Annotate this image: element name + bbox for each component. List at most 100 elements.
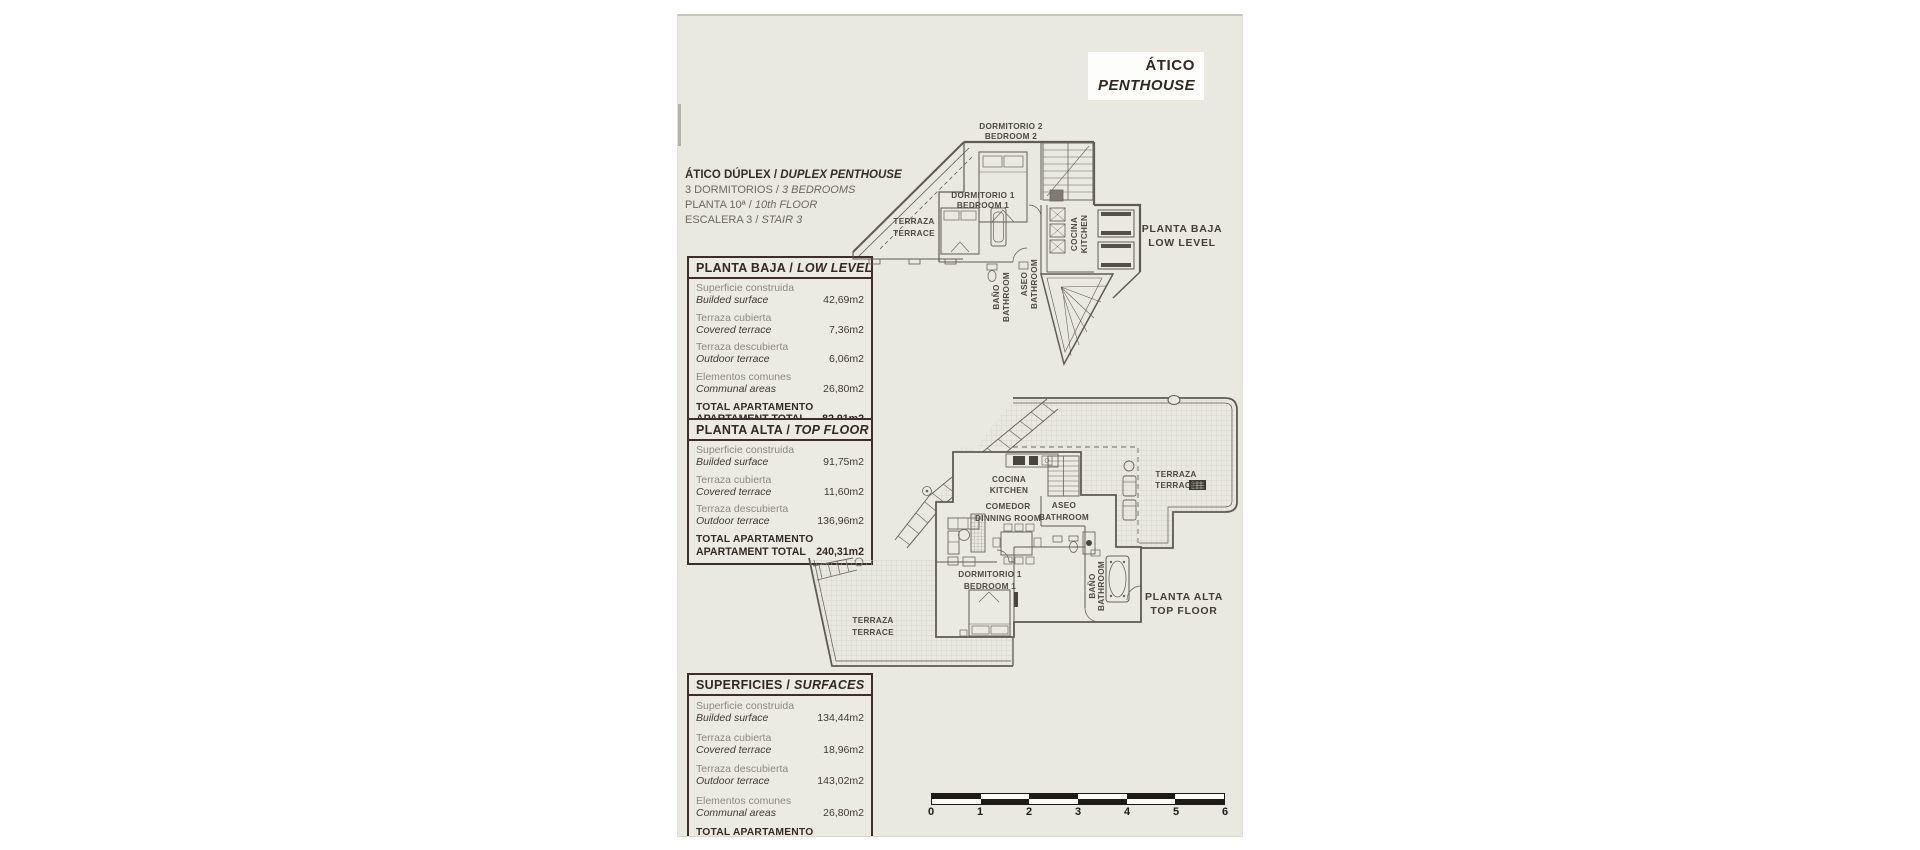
room-label-terraza-bottom-en: TERRACE xyxy=(852,628,894,637)
table-title-es: PLANTA BAJA xyxy=(696,261,786,275)
row-label-es: Terraza cubierta xyxy=(696,473,772,486)
row-value: 11,60m2 xyxy=(823,485,864,498)
row-label-es: Superficie construida xyxy=(696,444,795,456)
scale-segment xyxy=(1078,794,1127,804)
table-title-en: SURFACES xyxy=(793,678,865,692)
row-label-es: Elementos comunes xyxy=(696,370,792,383)
row-label-en: Builded surface xyxy=(696,294,769,307)
scale-bar-segments xyxy=(931,793,1225,805)
row-value: 18,96m2 xyxy=(823,743,864,756)
info-separator: / xyxy=(772,184,782,196)
kitchen-counter-icon xyxy=(1049,189,1066,254)
row-label-es: Superficie construida xyxy=(696,282,795,294)
info-line-floor: PLANTA 10ª / 10th FLOOR xyxy=(685,198,902,213)
room-label-dormitorio1-en: BEDROOM 1 xyxy=(957,201,1009,210)
info-separator: / xyxy=(745,199,755,211)
room-label-dormitorio1-es: DORMITORIO 1 xyxy=(951,191,1015,200)
total-label-es: TOTAL APARTAMENTO xyxy=(696,533,814,545)
room-label-dormitorio2-en: BEDROOM 2 xyxy=(985,132,1037,141)
room-label-bano-es: BAÑO xyxy=(1087,573,1097,599)
table-title-es: PLANTA ALTA xyxy=(696,423,783,437)
info-separator: / xyxy=(752,214,762,226)
scale-segment xyxy=(1175,794,1225,804)
room-label-terraza-en: TERRACE xyxy=(893,229,935,238)
terrace-outline-top xyxy=(1013,395,1238,549)
scale-segment xyxy=(932,794,981,804)
room-label-bano-en: BATHROOM xyxy=(1097,561,1106,611)
row-value: 26,80m2 xyxy=(823,807,864,820)
row-label-en: Communal areas xyxy=(696,383,776,396)
row-value: 26,80m2 xyxy=(823,383,864,396)
sheet-title-en: PENTHOUSE xyxy=(1098,77,1195,94)
row-label-es: Terraza cubierta xyxy=(696,311,772,324)
scale-label-4: 4 xyxy=(1123,806,1131,818)
jacuzzi-icon xyxy=(1090,549,1130,603)
aseo-fixtures-icon xyxy=(1052,531,1096,555)
row-value: 143,02m2 xyxy=(817,775,864,788)
row-label-en: Outdoor terrace xyxy=(696,353,770,366)
scale-label-2: 2 xyxy=(1025,806,1033,818)
sheet-title-box: ÁTICO PENTHOUSE xyxy=(1088,52,1204,100)
toilet-icon xyxy=(986,261,1029,282)
row-value: 7,36m2 xyxy=(828,323,864,336)
table-surfaces-header: SUPERFICIES / SURFACES xyxy=(689,675,871,696)
room-label-cocina-en: KITCHEN xyxy=(1080,215,1089,254)
row-value: 42,69m2 xyxy=(823,294,864,307)
stairs-icon xyxy=(1047,455,1080,497)
total-label-es: TOTAL APARTAMENTO xyxy=(696,826,814,837)
room-label-aseo-en: BATHROOM xyxy=(1039,513,1089,522)
grill-icon xyxy=(1189,480,1206,490)
table-title-separator: / xyxy=(785,261,797,275)
scale-label-1: 1 xyxy=(976,806,984,818)
row-value: 91,75m2 xyxy=(823,456,864,469)
room-label-dormitorio1-en: BEDROOM 1 xyxy=(964,582,1016,591)
terrace-outline-bottom xyxy=(808,557,1014,667)
room-label-bano-es: BAÑO xyxy=(991,284,1001,310)
page-edge-mark xyxy=(678,104,681,146)
room-label-cocina-es: COCINA xyxy=(1070,217,1079,251)
scale-segment xyxy=(1029,794,1079,804)
row-value: 136,96m2 xyxy=(817,515,864,528)
terrace-floor-hatch xyxy=(809,400,1235,665)
table-top-floor: PLANTA ALTA / TOP FLOOR Superficie const… xyxy=(687,418,873,565)
table-title-en: TOP FLOOR xyxy=(793,423,869,437)
apartment-info-block: ÁTICO DÚPLEX / DUPLEX PENTHOUSE 3 DORMIT… xyxy=(685,168,902,228)
row-label-en: Covered terrace xyxy=(696,323,772,336)
bed-icon-bedroom2 xyxy=(978,151,1028,223)
row-label-es: Elementos comunes xyxy=(696,794,792,807)
room-label-aseo-en: BATHROOM xyxy=(1030,259,1039,309)
row-value: 134,44m2 xyxy=(817,712,864,725)
row-label-es: Superficie construida xyxy=(696,700,795,712)
stairs-icon xyxy=(1042,142,1094,201)
info-floor-es: PLANTA 10ª xyxy=(685,199,746,211)
total-label-es: TOTAL APARTAMENTO xyxy=(696,401,814,413)
low-level-walls xyxy=(852,140,1142,299)
row-value: 6,06m2 xyxy=(828,353,864,366)
floor-plan-top-floor: TERRAZA TERRACE COCINA KITCHEN COMEDOR D… xyxy=(808,395,1238,667)
row-label-en: Builded surface xyxy=(696,712,769,725)
row-label-en: Communal areas xyxy=(696,807,776,820)
apartment-outline xyxy=(935,451,1142,638)
total-value: 240,31m2 xyxy=(816,545,864,558)
room-label-comedor-en: DINNING ROOM xyxy=(975,514,1041,523)
row-label-es: Terraza descubierta xyxy=(696,503,789,516)
table-low-level-header: PLANTA BAJA / LOW LEVEL xyxy=(689,258,872,279)
pergola-icon-lower xyxy=(812,557,864,581)
floor-plan-low-level: DORMITORIO 2 BEDROOM 2 DORMITORIO 1 BEDR… xyxy=(852,122,1222,367)
row-label-en: Outdoor terrace xyxy=(696,775,770,788)
table-title-es: SUPERFICIES xyxy=(696,678,783,692)
dining-table-icon xyxy=(992,523,1042,565)
row-label-en: Covered terrace xyxy=(696,743,772,756)
room-label-terraza-bottom-es: TERRAZA xyxy=(852,616,893,625)
scale-bar: 0 1 2 3 4 5 6 xyxy=(928,793,1228,823)
